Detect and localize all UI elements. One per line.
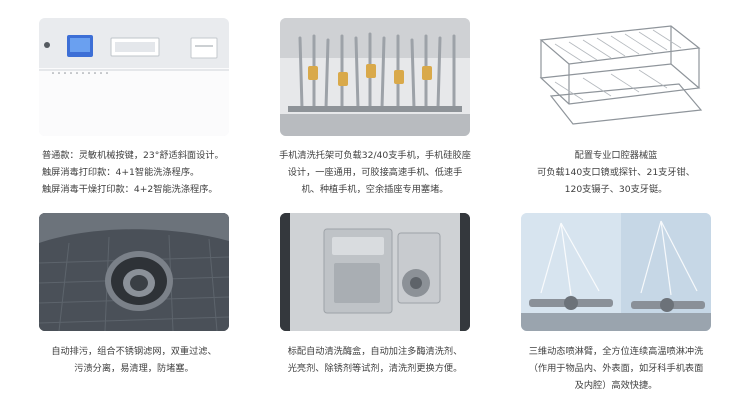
handpiece-rack-image bbox=[280, 18, 470, 136]
caption-line: 可负载140支口镜或探针、21支牙钳、 bbox=[537, 167, 695, 178]
caption-line: 自动排污，组合不锈钢滤网，双重过滤、 bbox=[51, 346, 217, 357]
caption-line: 120支镊子、30支牙铤。 bbox=[564, 184, 668, 195]
drain-filter-illustration bbox=[39, 213, 229, 331]
caption-line: 光亮剂、除锈剂等试剂，清洗剂更换方便。 bbox=[287, 363, 463, 374]
feature-caption-instrument-basket: 配置专业口腔器械篮 可负载140支口镜或探针、21支牙钳、 120支镊子、30支… bbox=[501, 147, 731, 198]
detergent-dispenser-illustration bbox=[280, 213, 470, 331]
caption-line: 配置专业口腔器械篮 bbox=[574, 150, 658, 161]
caption-line: 触屏消毒干燥打印款：4+2智能洗涤程序。 bbox=[42, 184, 218, 195]
caption-line: 设计，一座通用，可胶接高速手机、低速手 bbox=[287, 167, 463, 178]
feature-caption-drain-filter: 自动排污，组合不锈钢滤网，双重过滤、 污渍分离，易清理，防堵塞。 bbox=[19, 343, 249, 377]
caption-line: 标配自动清洗酶盒，自动加注多酶清洗剂、 bbox=[287, 346, 463, 357]
instrument-basket-illustration bbox=[521, 18, 711, 136]
power-button-icon bbox=[44, 42, 50, 48]
drain-filter-image bbox=[39, 213, 229, 331]
feature-caption-spray-arm: 三维动态喷淋臂，全方位连续高温喷淋冲洗 （作用于物品内、外表面，如牙科手机表面 … bbox=[501, 343, 731, 394]
instrument-basket-image bbox=[521, 18, 711, 136]
spray-arm-image bbox=[521, 213, 711, 331]
feature-caption-detergent-dispenser: 标配自动清洗酶盒，自动加注多酶清洗剂、 光亮剂、除锈剂等试剂，清洗剂更换方便。 bbox=[260, 343, 490, 377]
caption-line: 机、种植手机，空余插座专用塞堵。 bbox=[301, 184, 449, 195]
feature-caption-front-panel: 普通款：灵敏机械按键，23°舒适斜面设计。 触屏消毒打印款：4+1智能洗涤程序。… bbox=[42, 147, 272, 198]
caption-line: 三维动态喷淋臂，全方位连续高温喷淋冲洗 bbox=[528, 346, 704, 357]
caption-line: 普通款：灵敏机械按键，23°舒适斜面设计。 bbox=[42, 150, 224, 161]
feature-caption-handpiece-rack: 手机清洗托架可负载32/40支手机，手机硅胶座 设计，一座通用，可胶接高速手机、… bbox=[260, 147, 490, 198]
spray-arm-illustration bbox=[521, 213, 711, 331]
caption-line: 触屏消毒打印款：4+1智能洗涤程序。 bbox=[42, 167, 200, 178]
detergent-dispenser-image bbox=[280, 213, 470, 331]
handpiece-rack-illustration bbox=[280, 18, 470, 136]
caption-line: 污渍分离，易清理，防堵塞。 bbox=[74, 363, 194, 374]
dishwasher-front-image bbox=[39, 18, 229, 136]
caption-line: 及内腔）高效快捷。 bbox=[574, 380, 658, 391]
dishwasher-front-illustration bbox=[39, 18, 229, 136]
caption-line: （作用于物品内、外表面，如牙科手机表面 bbox=[528, 363, 704, 374]
vent-dots-icon bbox=[52, 72, 108, 74]
caption-line: 手机清洗托架可负载32/40支手机，手机硅胶座 bbox=[279, 150, 471, 161]
